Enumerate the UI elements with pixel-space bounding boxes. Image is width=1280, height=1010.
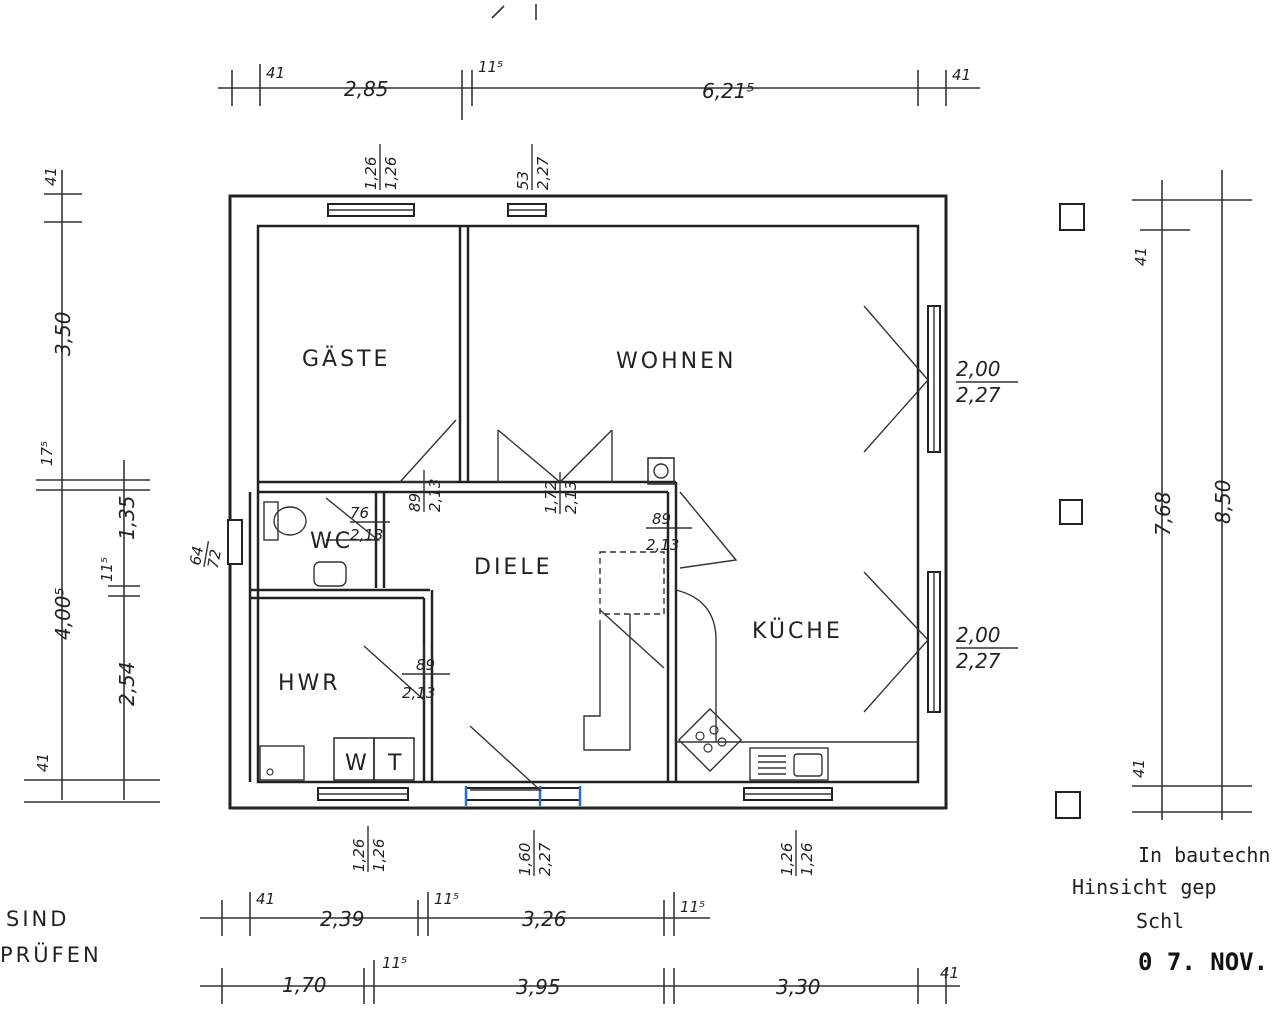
svg-text:2,00: 2,00 xyxy=(956,623,1001,647)
stamp-line-2: Hinsicht gep xyxy=(1072,875,1217,899)
svg-text:89: 89 xyxy=(652,510,671,528)
dim-right-41-bottom: 41 xyxy=(1130,759,1148,778)
windows xyxy=(227,203,941,806)
svg-text:1,72: 1,72 xyxy=(542,481,560,514)
top-dimensions: 41 2,85 11⁵ 6,21⁵ 41 xyxy=(266,58,971,103)
dim-left-115: 11⁵ xyxy=(98,557,116,582)
window-label-right-wohnen: 2,00 2,27 xyxy=(956,357,1018,407)
svg-text:1,26: 1,26 xyxy=(778,843,796,876)
outer-walls xyxy=(228,194,948,810)
dim-top-285: 2,85 xyxy=(344,77,389,101)
stamp-line-3: Schl xyxy=(1136,909,1184,933)
dim-left-350: 3,50 xyxy=(51,311,75,356)
svg-text:2,13: 2,13 xyxy=(646,536,679,554)
room-label-wc: WC xyxy=(310,529,353,554)
dim-bottom2-170: 1,70 xyxy=(282,973,327,997)
right-dimensions: 41 7,68 8,50 41 xyxy=(1130,247,1235,778)
room-label-wohnen: WOHNEN xyxy=(616,349,736,374)
dim-bottom2-330: 3,30 xyxy=(776,975,821,999)
window-label-wc: 64 72 xyxy=(186,540,225,570)
dim-left-4005: 4,00⁵ xyxy=(51,587,75,640)
stamp-line-1: In bautechn xyxy=(1138,843,1270,867)
window-label-bottom-diele: 1,60 2,27 xyxy=(516,830,554,876)
washer-label: W xyxy=(345,751,370,776)
window-label-right-kueche: 2,00 2,27 xyxy=(956,623,1018,673)
svg-text:1,26: 1,26 xyxy=(382,157,400,190)
svg-text:64: 64 xyxy=(186,545,207,567)
window-label-bottom-hwr: 1,26 1,26 xyxy=(350,826,388,872)
dim-top-115: 11⁵ xyxy=(478,58,503,76)
room-label-hwr: HWR xyxy=(278,671,341,696)
door-label-wohnen: 1,72 2,13 xyxy=(542,472,580,514)
svg-text:2,13: 2,13 xyxy=(350,526,383,544)
window-labels: 1,26 1,26 53 2,27 2,00 2,27 2,00 2,27 1,… xyxy=(186,144,1018,876)
fixtures xyxy=(259,203,1085,819)
bottom-dimensions-row1: 41 2,39 11⁵ 3,26 11⁵ xyxy=(256,890,705,931)
dim-bottom2-115: 11⁵ xyxy=(382,954,407,972)
svg-text:89: 89 xyxy=(416,656,435,674)
dim-left-175: 17⁵ xyxy=(38,441,56,466)
svg-text:72: 72 xyxy=(204,548,225,570)
svg-text:1,26: 1,26 xyxy=(362,157,380,190)
svg-text:2,13: 2,13 xyxy=(562,481,580,514)
dim-bottom1-115a: 11⁵ xyxy=(434,890,459,908)
stamp-line-4: 0 7. NOV. xyxy=(1138,948,1268,976)
dim-bottom2-395: 3,95 xyxy=(516,975,561,999)
left-dimensions: 41 3,50 17⁵ 1,35 11⁵ 4,00⁵ 2,54 41 xyxy=(34,167,139,772)
door-labels: 89 2,13 1,72 2,13 76 2,13 89 2,13 89 2,1… xyxy=(350,470,692,702)
dim-left-135: 1,35 xyxy=(115,495,139,540)
dim-right-768: 7,68 xyxy=(1151,491,1175,536)
notes: SIND PRÜFEN xyxy=(0,907,102,967)
dim-left-41-top: 41 xyxy=(42,167,60,186)
svg-text:2,00: 2,00 xyxy=(956,357,1001,381)
dim-bottom2-41: 41 xyxy=(940,964,959,982)
dryer-label: T xyxy=(387,751,404,776)
dim-bottom1-115b: 11⁵ xyxy=(680,898,705,916)
svg-text:53: 53 xyxy=(514,171,532,190)
door-label-hwr: 89 2,13 xyxy=(402,656,450,702)
window-label-bottom-kueche: 1,26 1,26 xyxy=(778,830,816,876)
room-label-gaeste: GÄSTE xyxy=(302,346,390,372)
svg-text:2,13: 2,13 xyxy=(426,479,444,512)
dim-bottom1-239: 2,39 xyxy=(320,907,365,931)
door-label-wc: 76 2,13 xyxy=(350,504,390,544)
dim-left-254: 2,54 xyxy=(115,661,139,706)
dim-bottom1-41: 41 xyxy=(256,890,275,908)
svg-text:2,27: 2,27 xyxy=(956,649,1001,673)
room-label-diele: DIELE xyxy=(474,555,553,580)
dim-left-41-bottom: 41 xyxy=(34,753,52,772)
door-label-kueche: 89 2,13 xyxy=(646,510,692,554)
svg-text:1,26: 1,26 xyxy=(798,843,816,876)
door-swings xyxy=(325,305,929,791)
svg-text:1,60: 1,60 xyxy=(516,843,534,876)
svg-text:2,27: 2,27 xyxy=(956,383,1001,407)
dim-top-41-right: 41 xyxy=(952,66,971,84)
dim-right-41-top: 41 xyxy=(1132,247,1150,266)
svg-text:2,27: 2,27 xyxy=(534,156,552,190)
dim-top-6215: 6,21⁵ xyxy=(702,79,755,103)
room-label-kueche: KÜCHE xyxy=(752,618,843,644)
svg-text:1,26: 1,26 xyxy=(350,839,368,872)
door-label-gaeste: 89 2,13 xyxy=(406,470,444,512)
dim-right-850: 8,50 xyxy=(1211,479,1235,524)
svg-text:1,26: 1,26 xyxy=(370,839,388,872)
svg-text:76: 76 xyxy=(350,504,369,522)
room-labels: GÄSTE WOHNEN WC DIELE KÜCHE HWR W T xyxy=(278,346,843,776)
note-line-2: PRÜFEN xyxy=(0,942,102,967)
dim-bottom1-326: 3,26 xyxy=(522,907,567,931)
dim-top-41-left: 41 xyxy=(266,64,285,82)
interior-walls xyxy=(248,226,678,782)
stairs xyxy=(583,551,665,751)
window-label-top-gaeste: 1,26 1,26 xyxy=(362,144,400,190)
svg-text:2,13: 2,13 xyxy=(402,684,435,702)
bottom-dimensions-row2: 11⁵ 1,70 3,95 3,30 41 xyxy=(282,954,959,999)
approval-stamp: In bautechn Hinsicht gep Schl 0 7. NOV. xyxy=(1072,843,1270,976)
dimension-lines xyxy=(24,4,1252,1004)
window-label-top-wohnen: 53 2,27 xyxy=(514,144,552,190)
svg-text:2,27: 2,27 xyxy=(536,842,554,876)
svg-text:89: 89 xyxy=(406,493,424,512)
note-line-1: SIND xyxy=(6,907,69,931)
